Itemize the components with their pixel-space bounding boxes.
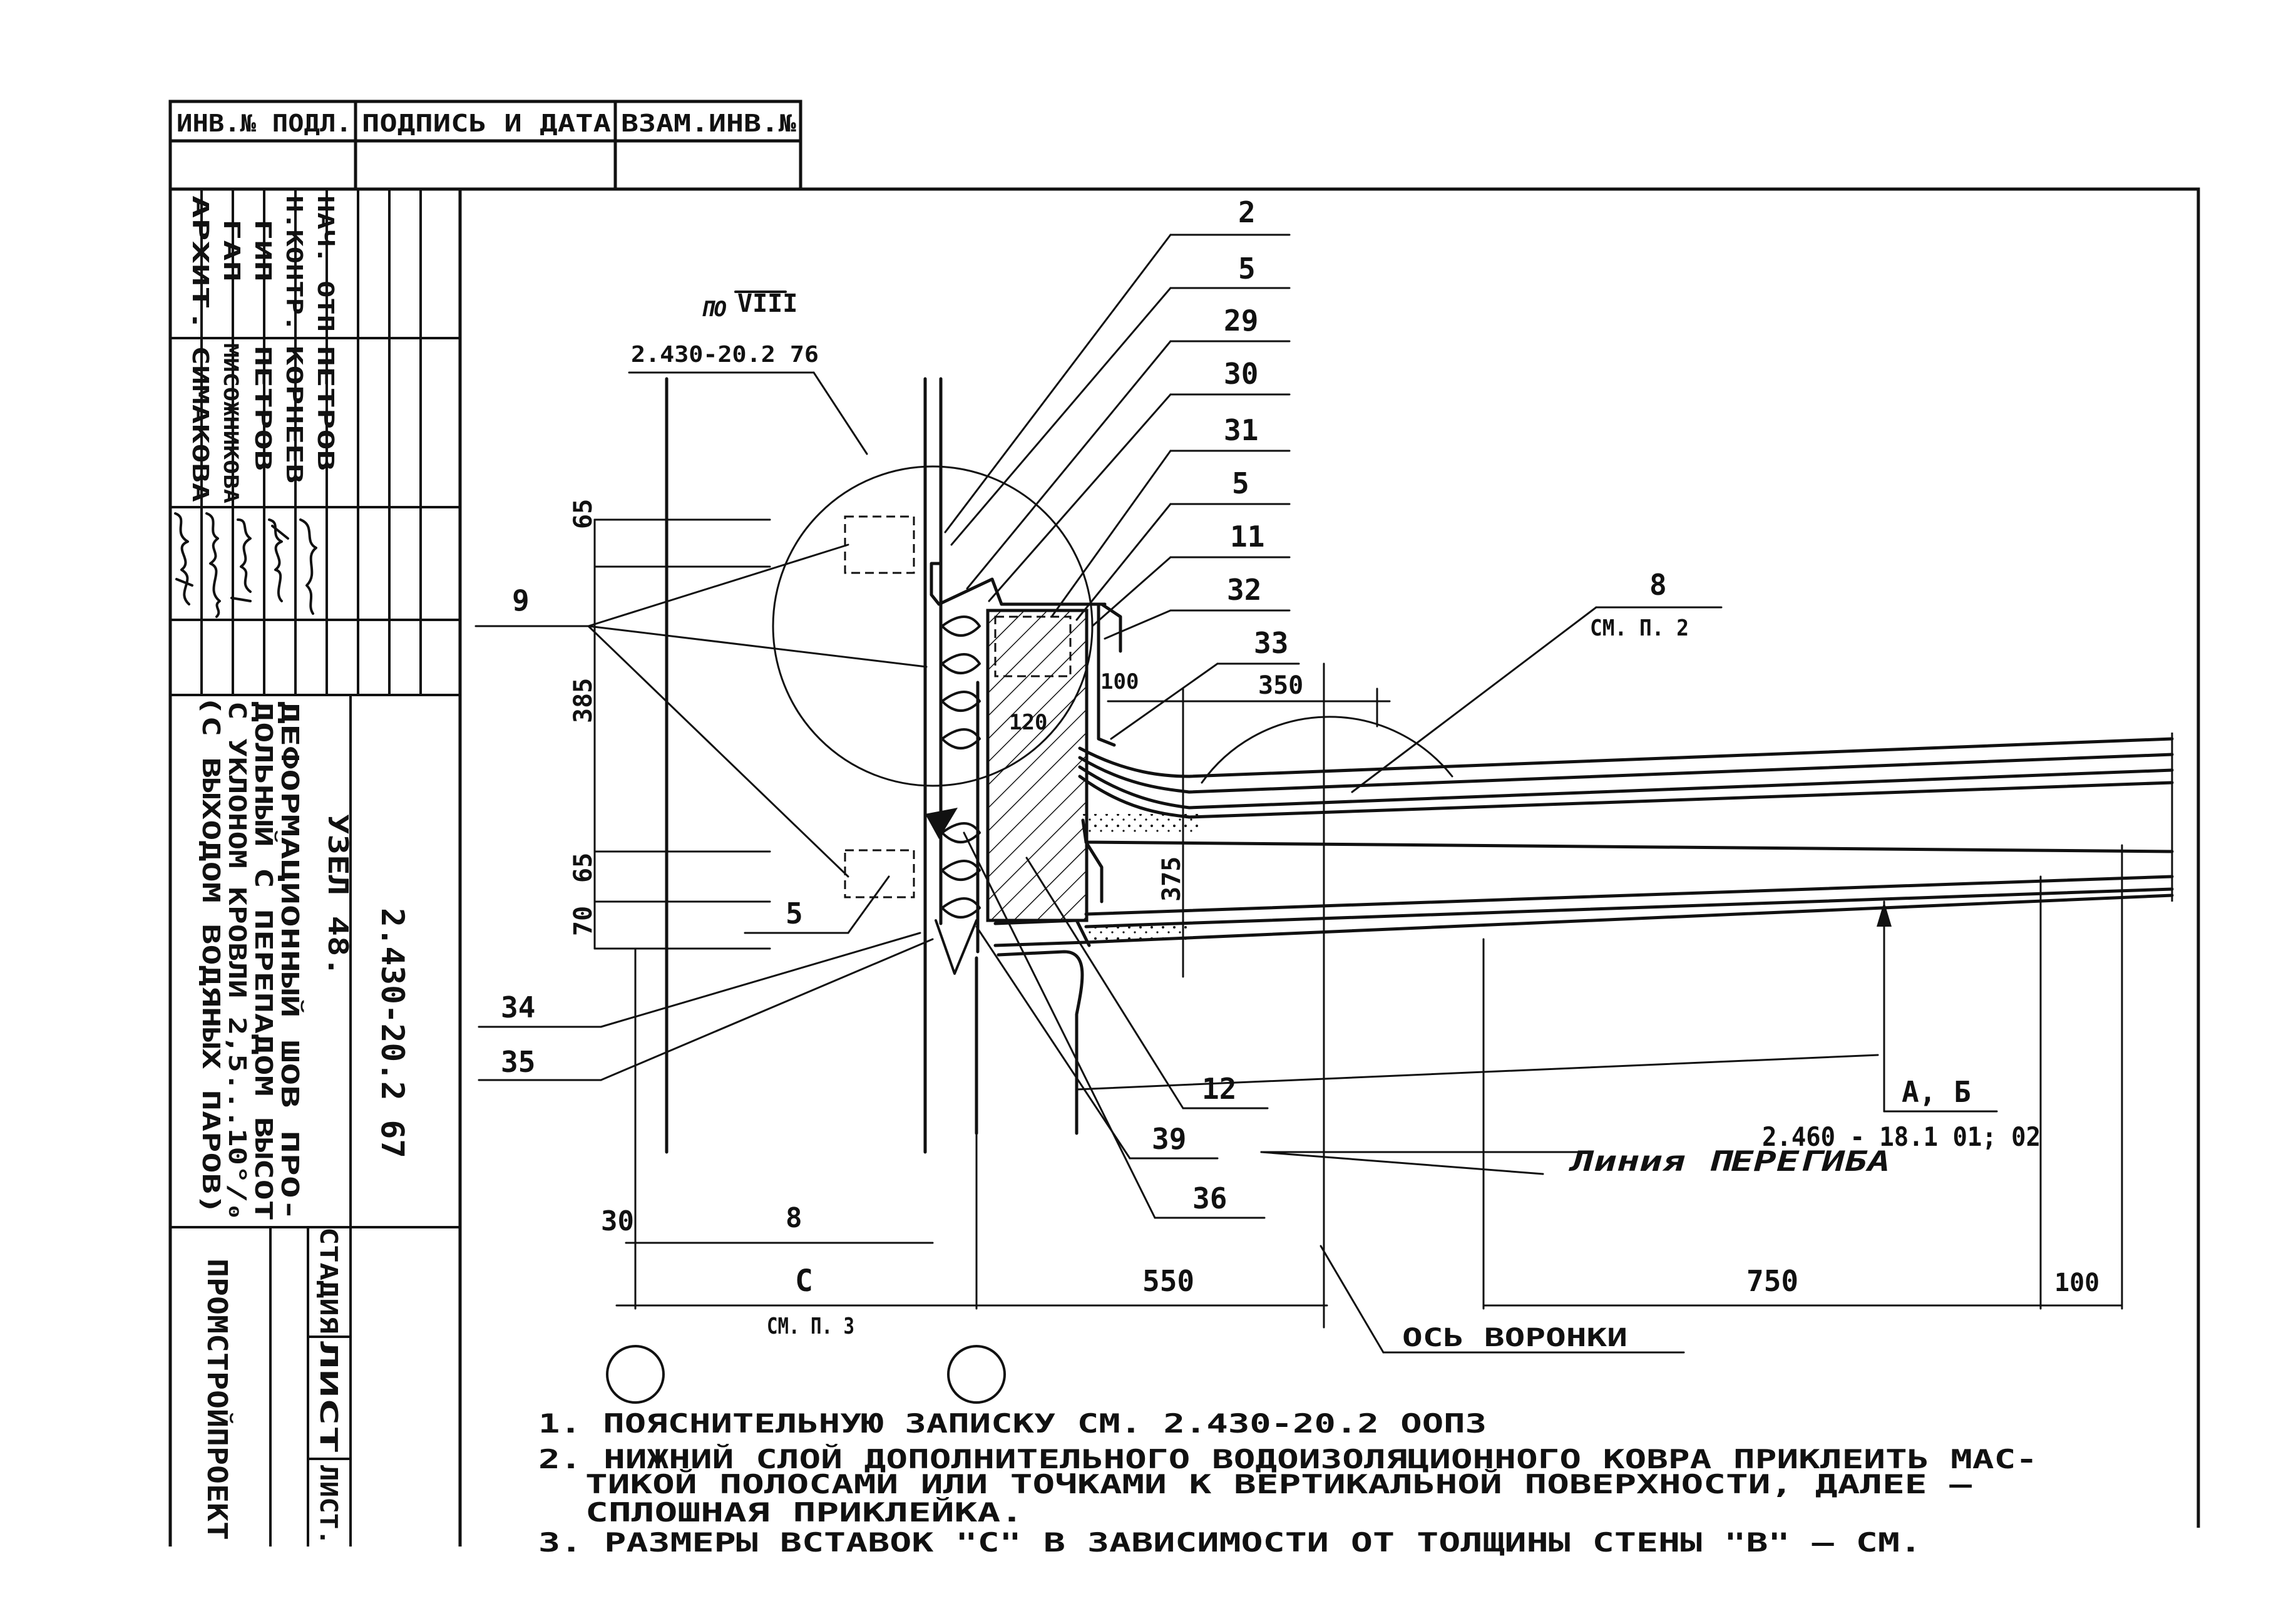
notes: 1. ПОЯСНИТЕЛЬНУЮ ЗАПИСКУ СМ. 2.430-20.2 …	[538, 1408, 2037, 1558]
wall-structure	[665, 377, 1122, 1154]
stamp-col1: ИНВ.№ ПОДЛ.	[177, 110, 352, 137]
ab-reference	[1260, 1110, 1998, 1354]
note-2b: ТИКОЙ ПОЛОСАМИ ИЛИ ТОЧКАМИ К ВЕРТИКАЛЬНО…	[585, 1468, 1972, 1500]
dim-100: 100	[2054, 1269, 2099, 1297]
ref-code: 2.430-20.2 76	[631, 342, 819, 368]
callout-8: 8	[1649, 568, 1667, 602]
slope-ticks	[1189, 733, 2173, 902]
role-gap: ГАП	[218, 219, 244, 282]
ref-po: ПО	[701, 297, 727, 322]
callout-36: 36	[1192, 1181, 1227, 1215]
callout-39: 39	[1152, 1122, 1186, 1156]
callout-5a: 5	[1238, 252, 1256, 286]
callout-30: 30	[1224, 357, 1258, 391]
handwritten-signatures	[174, 512, 317, 618]
ab-code: 2.460 - 18.1 01; 02	[1762, 1121, 2041, 1152]
node-title: УЗЕЛ 48.	[322, 814, 354, 977]
bend-line: Линия ПЕРЕГИБА	[1569, 1146, 1890, 1178]
title-desc-2: ДОЛЬНЫЙ С ПЕРЕПАДОМ ВЫСОТ	[250, 701, 277, 1221]
sealant-wedge	[925, 808, 958, 839]
callout-33: 33	[1254, 626, 1288, 660]
ab-label: А, Б	[1902, 1075, 1971, 1109]
doc-code: 2.430-20.2 67	[374, 908, 411, 1158]
sheet-label: ЛИСТ	[315, 1341, 342, 1454]
axis-circle-left	[606, 1345, 665, 1404]
note-3: 3. РАЗМЕРЫ ВСТАВОК "С" В ЗАВИСИМОСТИ ОТ …	[538, 1527, 1922, 1558]
stamp-col2: ПОДПИСЬ И ДАТА	[362, 110, 611, 137]
name-misozhnikova: МИСОЖНИКОВА	[219, 343, 243, 503]
title-desc-1: ДЕФОРМАЦИОННЫЙ ШОВ ПРО-	[276, 701, 304, 1221]
callout-29: 29	[1224, 304, 1258, 337]
note-1: 1. ПОЯСНИТЕЛЬНУЮ ЗАПИСКУ СМ. 2.430-20.2 …	[538, 1408, 1487, 1439]
title-desc-3: С УКЛОНОМ КРОВЛИ 2,5...10°/₀	[223, 701, 251, 1221]
dim-70: 70	[569, 906, 598, 936]
lower-arc	[1201, 716, 1453, 784]
callout-35: 35	[501, 1045, 535, 1079]
ref-roman: VIII	[737, 289, 797, 318]
callout-11: 11	[1230, 520, 1264, 553]
sm-p2: СМ. П. 2	[1590, 615, 1689, 641]
organization: ПРОМСТРОЙПРОЕКТ	[201, 1258, 234, 1540]
name-korneev: КОРНЕЕВ	[281, 346, 307, 483]
role-arkhit: АРХИТ.	[187, 195, 213, 332]
dim-385: 385	[569, 678, 598, 723]
dim-550: 550	[1142, 1264, 1194, 1298]
funnel-axis: ОСЬ ВОРОНКИ	[1402, 1324, 1627, 1352]
insulation-coils	[935, 615, 981, 975]
note-2: 2. НИЖНИЙ СЛОЙ ДОПОЛНИТЕЛЬНОГО ВОДОИЗОЛЯ…	[538, 1443, 2037, 1475]
reference-leaders	[628, 371, 868, 455]
dim-8: 8	[786, 1202, 802, 1234]
stamp-col3: ВЗАМ.ИНВ.№	[621, 110, 796, 137]
callout-34: 34	[501, 991, 535, 1024]
callout-leaders	[474, 234, 1879, 1219]
dim-30: 30	[601, 1205, 634, 1237]
role-nach-otp: НАЧ. ОТП	[312, 195, 338, 332]
stage-label: СТАДИЯ	[315, 1227, 342, 1334]
dim-375: 375	[1157, 857, 1186, 902]
dim-100-local: 100	[1100, 669, 1139, 694]
sheet-frame	[168, 187, 2200, 1547]
note-2c: СПЛОШНАЯ ПРИКЛЕЙКА.	[585, 1496, 1023, 1528]
callout-9: 9	[512, 584, 530, 617]
name-petrov-1: ПЕТРОВ	[312, 346, 338, 471]
role-n-kontr: Н.КОНТР.	[281, 195, 307, 332]
callout-32: 32	[1227, 573, 1261, 607]
dim-350: 350	[1258, 671, 1303, 700]
callout-5b: 5	[1232, 466, 1249, 500]
screed-fill-2	[1088, 924, 1189, 942]
sm-p3: СМ. П. 3	[767, 1314, 854, 1339]
callout-31: 31	[1224, 413, 1258, 447]
title-block	[170, 695, 460, 1547]
screed-fill	[1080, 814, 1199, 833]
sheets-label: ЛИСТ.	[315, 1465, 342, 1545]
ab-arrow	[1877, 902, 1892, 927]
name-simakova: СИМАКОВА	[187, 346, 213, 502]
callout-12: 12	[1202, 1072, 1236, 1106]
axis-circle-right	[947, 1345, 1006, 1404]
dim-120: 120	[1009, 710, 1047, 735]
title-desc-4: (С ВЫХОДОМ ВОДЯНЫХ ПАРОВ)	[197, 695, 225, 1215]
dimension-lines	[593, 518, 2123, 1329]
masonry-insert	[986, 609, 1089, 922]
callout-2: 2	[1238, 195, 1256, 229]
dim-65-top: 65	[569, 499, 598, 529]
signature-table	[170, 189, 460, 696]
dim-750: 750	[1746, 1264, 1798, 1298]
callout-5c: 5	[786, 897, 803, 930]
name-petrov-2: ПЕТРОВ	[250, 346, 275, 471]
dim-c: С	[795, 1264, 813, 1299]
role-gip: ГИП	[250, 219, 275, 282]
dim-65-bottom: 65	[569, 853, 598, 883]
